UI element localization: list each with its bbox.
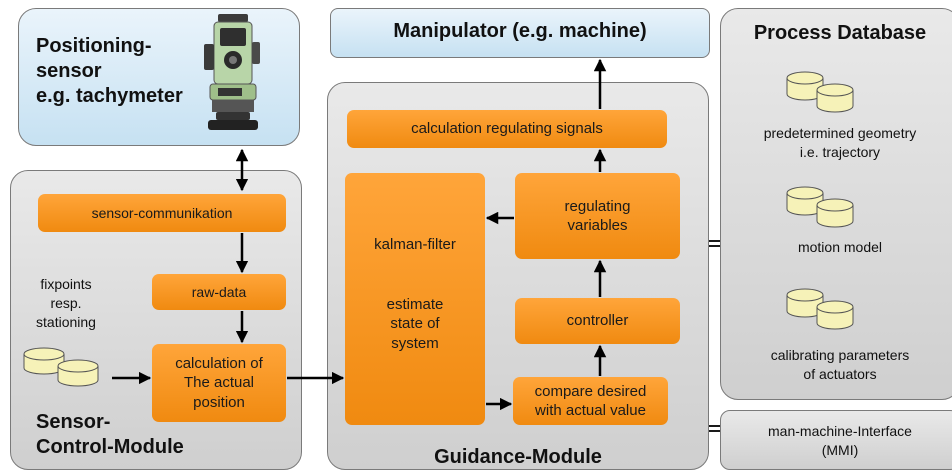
calculation-signals-box: calculation regulating signals xyxy=(347,110,667,148)
sensor-control-module-title: Sensor- Control-Module xyxy=(36,410,184,460)
geometry-line1: predetermined geometry xyxy=(763,125,917,141)
positioning-line1: Positioning- xyxy=(36,35,152,57)
mmi-line1: man-machine-Interface xyxy=(768,423,912,439)
calc-line3: position xyxy=(193,393,245,411)
calibration-line1: calibrating parameters xyxy=(770,347,910,363)
fixpoints-line3: stationing xyxy=(36,313,96,330)
process-item-motion-model: motion model xyxy=(797,239,883,255)
fixpoints-label: fixpoints resp. stationing xyxy=(14,275,118,332)
sensor-communication-box: sensor-communikation xyxy=(38,194,286,232)
guidance-module-title: Guidance-Module xyxy=(434,446,602,468)
sensor-title-line2: Control-Module xyxy=(36,436,184,458)
estimate-line3: system xyxy=(391,334,439,352)
tachymeter-icon xyxy=(204,14,260,130)
compare-values-box: compare desired with actual value xyxy=(513,377,668,425)
database-icon xyxy=(786,71,854,113)
controller-box: controller xyxy=(515,298,680,344)
mmi-line2: (MMI) xyxy=(821,441,859,458)
database-icon xyxy=(786,186,854,228)
mmi-panel xyxy=(720,410,952,470)
database-icon xyxy=(786,288,854,330)
compare-line1: compare desired xyxy=(534,382,647,400)
estimate-line1: estimate xyxy=(386,295,444,313)
fixpoints-line1: fixpoints xyxy=(40,276,92,292)
kalman-filter-label: kalman-filter xyxy=(374,236,456,253)
compare-line2: with actual value xyxy=(535,402,646,419)
positioning-line2: sensor xyxy=(36,60,102,82)
calc-line1: calculation of xyxy=(175,354,263,372)
manipulator-label: Manipulator (e.g. machine) xyxy=(393,20,647,42)
kalman-filter-box: kalman-filter estimate state of system xyxy=(345,173,485,425)
process-item-geometry: predetermined geometry i.e. trajectory xyxy=(720,124,952,162)
regulating-line1: regulating xyxy=(564,197,631,215)
calc-line2: The actual xyxy=(183,374,255,392)
regulating-variables-box: regulating variables xyxy=(515,173,680,259)
geometry-line2: i.e. trajectory xyxy=(799,143,881,160)
database-icon xyxy=(23,347,99,387)
calculation-position-box: calculation of The actual position xyxy=(152,344,286,422)
calibration-line2: of actuators xyxy=(803,365,877,382)
positioning-title: Positioning- sensor e.g. tachymeter xyxy=(36,34,183,109)
process-database-title: Process Database xyxy=(753,22,927,44)
sensor-title-line1: Sensor- xyxy=(36,411,111,433)
estimate-line2: state of xyxy=(390,315,440,332)
mmi-label: man-machine-Interface (MMI) xyxy=(720,422,952,460)
regulating-line2: variables xyxy=(567,217,628,234)
manipulator-panel xyxy=(330,8,710,58)
process-item-calibration: calibrating parameters of actuators xyxy=(720,346,952,384)
positioning-line3: e.g. tachymeter xyxy=(36,85,183,107)
raw-data-box: raw-data xyxy=(152,274,286,310)
fixpoints-line2: resp. xyxy=(50,294,82,311)
